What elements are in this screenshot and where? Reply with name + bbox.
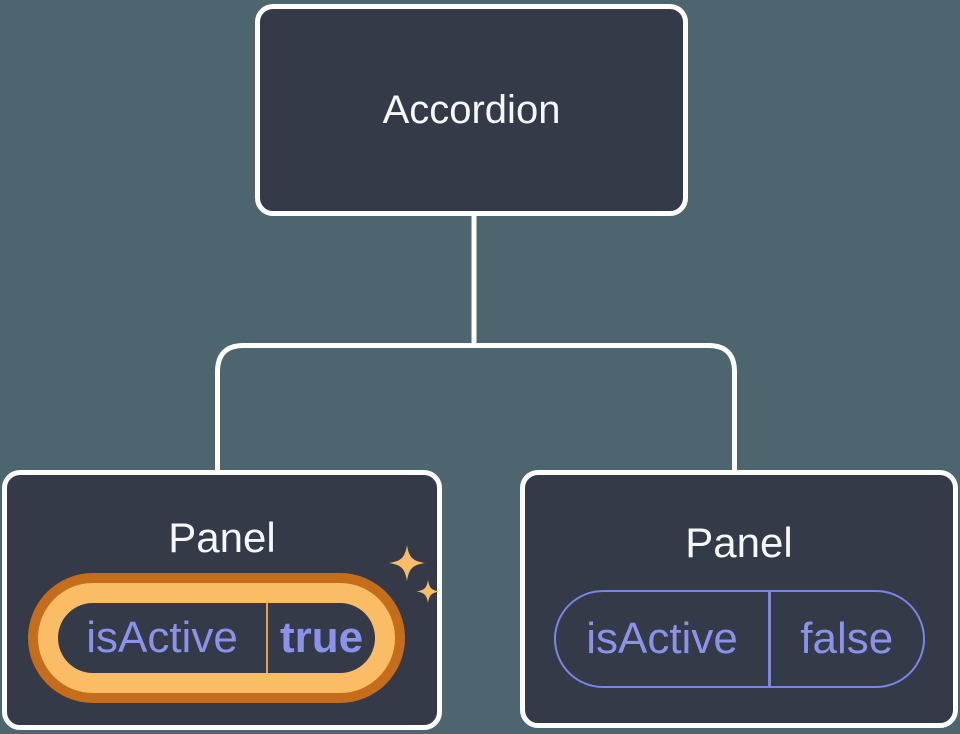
- node-label: Accordion: [382, 88, 561, 132]
- component-node-accordion: Accordion: [255, 4, 688, 216]
- pill-divider: [266, 603, 268, 673]
- prop-pill-active: isActive true: [28, 573, 405, 703]
- prop-name-cell: isActive: [86, 613, 238, 662]
- prop-pill-inactive: isActive false: [554, 590, 925, 688]
- sparkle-icon: [389, 545, 440, 603]
- panel-title: Panel: [685, 519, 793, 566]
- prop-value-cell: true: [279, 613, 364, 662]
- pill-divider: [768, 592, 771, 686]
- panel-title: Panel: [168, 514, 276, 561]
- pill-inner: isActive true: [58, 603, 375, 673]
- pill-highlight-ring: isActive true: [38, 583, 395, 693]
- prop-value-cell: false: [800, 614, 894, 663]
- prop-name-cell: isActive: [586, 614, 738, 663]
